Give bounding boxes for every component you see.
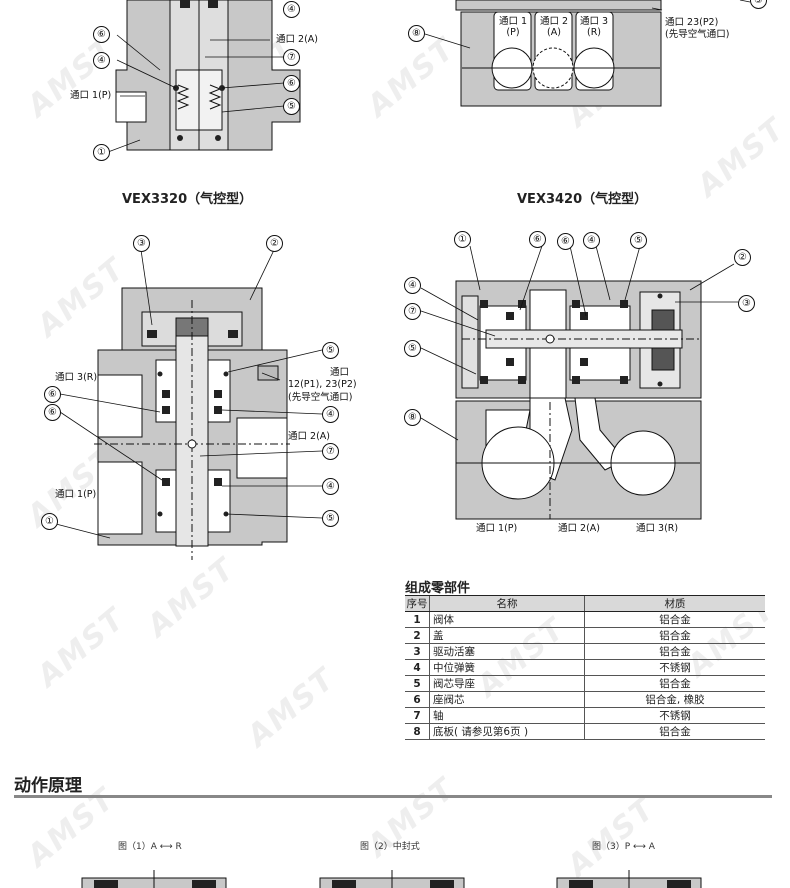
port-1-sub: (P) xyxy=(506,27,520,38)
callout-4: ④ xyxy=(93,52,110,69)
figure-1-label: 图（1）A ⟷ R xyxy=(118,842,182,852)
figure-2-label: 图（2）中封式 xyxy=(360,842,420,852)
callout-6: ⑥ xyxy=(44,386,61,403)
part-material: 铝合金 xyxy=(584,627,765,644)
port-1-label: 通口 1(P) xyxy=(70,90,112,101)
part-name: 轴 xyxy=(429,707,585,724)
part-material: 铝合金 xyxy=(584,675,765,692)
port-3-label: 通口 3 xyxy=(579,16,609,27)
callout-4: ④ xyxy=(283,1,300,18)
pilot-port-label: 通口 23(P2) xyxy=(665,17,719,28)
callout-6: ⑥ xyxy=(44,404,61,421)
port-3-label: 通口 3(R) xyxy=(55,372,98,383)
callout-1: ① xyxy=(41,513,58,530)
callout-5: ⑤ xyxy=(283,98,300,115)
part-no: 4 xyxy=(405,659,430,676)
part-no: 1 xyxy=(405,611,430,628)
col-header-no: 序号 xyxy=(405,595,430,612)
callout-7: ⑦ xyxy=(283,49,300,66)
part-no: 8 xyxy=(405,723,430,740)
part-material: 铝合金 xyxy=(584,643,765,660)
port-1-label: 通口 1(P) xyxy=(55,489,97,500)
part-no: 2 xyxy=(405,627,430,644)
callout-5: ⑤ xyxy=(404,340,421,357)
callout-1: ① xyxy=(454,231,471,248)
part-name: 阀体 xyxy=(429,611,585,628)
section-divider xyxy=(14,795,772,798)
parts-table-title: 组成零部件 xyxy=(405,581,471,596)
col-header-name: 名称 xyxy=(429,595,585,612)
part-name: 中位弹簧 xyxy=(429,659,585,676)
part-no: 7 xyxy=(405,707,430,724)
pilot-port-label: 通口 xyxy=(330,367,350,378)
part-name: 驱动活塞 xyxy=(429,643,585,660)
part-no: 3 xyxy=(405,643,430,660)
port-2-label: 通口 2(A) xyxy=(276,34,318,45)
part-no: 6 xyxy=(405,691,430,708)
part-name: 盖 xyxy=(429,627,585,644)
port-1-label: 通口 1(P) xyxy=(476,523,518,534)
callout-4: ④ xyxy=(583,232,600,249)
port-2-label: 通口 2 xyxy=(539,16,569,27)
part-material: 不锈钢 xyxy=(584,707,765,724)
callout-5: ⑤ xyxy=(630,232,647,249)
callout-7: ⑦ xyxy=(322,443,339,460)
port-2-label: 通口 2(A) xyxy=(558,523,600,534)
pilot-port-note: (先导空气通口) xyxy=(288,392,353,403)
part-material: 铝合金, 橡胶 xyxy=(584,691,765,708)
port-3-sub: (R) xyxy=(586,27,601,38)
callout-4: ④ xyxy=(404,277,421,294)
pilot-port-numbers: 12(P1), 23(P2) xyxy=(288,379,357,390)
port-2-label: 通口 2(A) xyxy=(288,431,330,442)
callout-5: ⑤ xyxy=(322,342,339,359)
part-name: 阀芯导座 xyxy=(429,675,585,692)
port-1-label: 通口 1 xyxy=(498,16,528,27)
parts-table-header: 序号 名称 材质 xyxy=(405,595,765,612)
callout-6: ⑥ xyxy=(529,231,546,248)
callout-6: ⑥ xyxy=(283,75,300,92)
part-material: 铝合金 xyxy=(584,723,765,740)
col-header-material: 材质 xyxy=(584,595,765,612)
callout-2: ② xyxy=(734,249,751,266)
callout-3: ③ xyxy=(133,235,150,252)
callout-5: ⑤ xyxy=(322,510,339,527)
callout-1: ① xyxy=(93,144,110,161)
callout-4: ④ xyxy=(322,478,339,495)
part-no: 5 xyxy=(405,675,430,692)
callout-7: ⑦ xyxy=(404,303,421,320)
pilot-port-sub: (先导空气通口) xyxy=(665,29,730,40)
callout-3: ③ xyxy=(738,295,755,312)
caption-vex3420: VEX3420（气控型） xyxy=(517,192,648,207)
part-material: 不锈钢 xyxy=(584,659,765,676)
caption-vex3320: VEX3320（气控型） xyxy=(122,192,253,207)
callout-8: ⑧ xyxy=(404,409,421,426)
callout-6: ⑥ xyxy=(93,26,110,43)
callout-4: ④ xyxy=(322,406,339,423)
part-name: 座阀芯 xyxy=(429,691,585,708)
figure-3-label: 图（3）P ⟷ A xyxy=(592,842,655,852)
part-material: 铝合金 xyxy=(584,611,765,628)
port-2-sub: (A) xyxy=(547,27,561,38)
section-title: 动作原理 xyxy=(14,776,82,796)
callout-8: ⑧ xyxy=(408,25,425,42)
callout-2: ② xyxy=(266,235,283,252)
callout-6: ⑥ xyxy=(557,233,574,250)
part-name: 底板( 请参见第6页 ) xyxy=(429,723,585,740)
port-3-label: 通口 3(R) xyxy=(636,523,679,534)
